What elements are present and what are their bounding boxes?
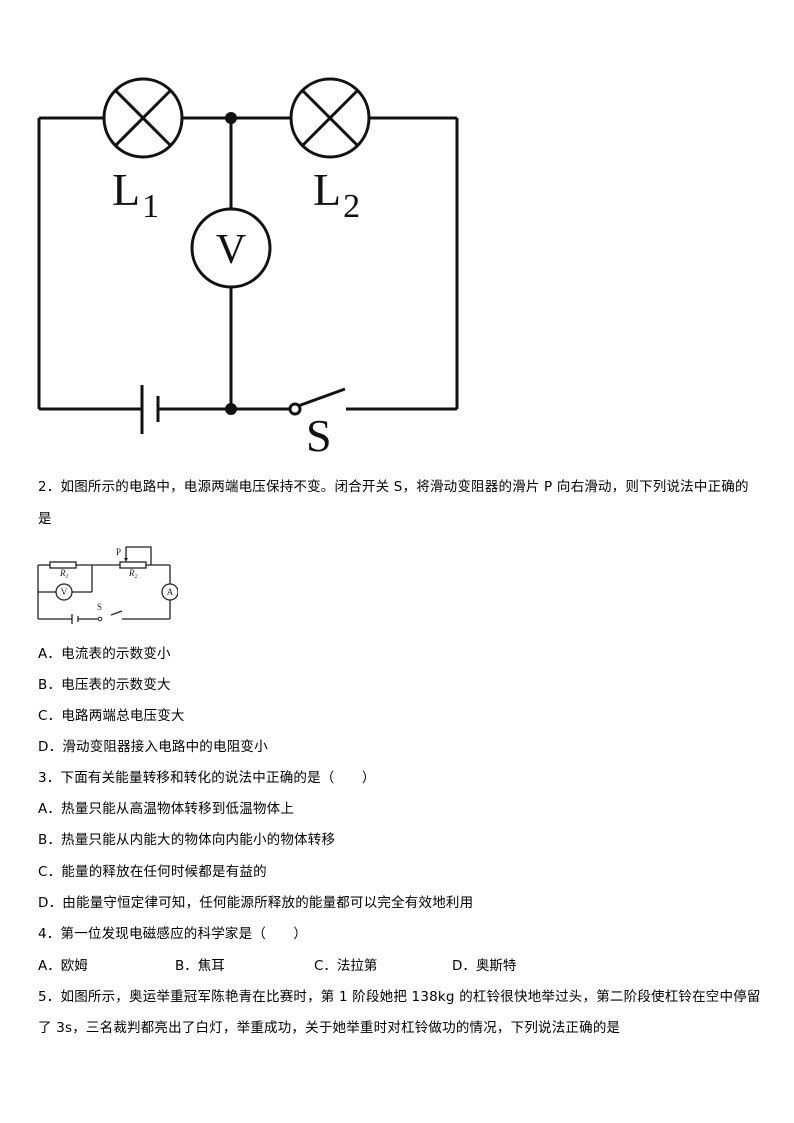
- lamp-l2-label: L2: [313, 164, 360, 225]
- q3-stem: 3．下面有关能量转移和转化的说法中正确的是（ ）: [38, 770, 376, 786]
- battery-icon: [140, 385, 160, 434]
- junction-dot-top: [225, 112, 237, 124]
- lamp-l1-label: L1: [112, 164, 159, 225]
- q4-option-d: D．奥斯特: [452, 958, 517, 974]
- switch-s-icon: [288, 387, 346, 416]
- q4-option-c: C．法拉第: [314, 958, 378, 974]
- q3-option-b: B．热量只能从内能大的物体向内能小的物体转移: [38, 832, 336, 848]
- svg-text:V: V: [61, 587, 68, 597]
- q2-option-b: B．电压表的示数变大: [38, 677, 171, 693]
- q4-option-b: B．焦耳: [175, 958, 225, 974]
- q2-stem-line2: 是: [38, 511, 52, 527]
- resistor-r1-icon: [49, 561, 77, 569]
- ammeter-icon: [161, 583, 178, 601]
- svg-text:S: S: [97, 602, 102, 612]
- q2-option-c: C．电路两端总电压变大: [38, 708, 185, 724]
- q3-option-d: D．由能量守恒定律可知，任何能源所释放的能量都可以完全有效地利用: [38, 895, 474, 911]
- switch-label: S: [306, 410, 332, 461]
- svg-text:A: A: [167, 587, 174, 597]
- q5-stem-line1: 5．如图所示，奥运举重冠军陈艳青在比赛时，第 1 阶段她把 138kg 的杠铃很…: [38, 989, 761, 1005]
- slider-p-arrow-icon: [124, 558, 128, 562]
- lamp-l2-icon: [289, 77, 371, 159]
- small-battery-icon: [71, 614, 79, 624]
- q4-stem: 4．第一位发现电磁感应的科学家是（ ）: [38, 926, 308, 942]
- q2-option-a: A．电流表的示数变小: [38, 646, 171, 662]
- svg-text:R2: R2: [128, 568, 138, 580]
- lamp-l1-icon: [102, 77, 184, 159]
- small-switch-icon: [97, 616, 103, 622]
- circuit-diagram-l1-l2-voltmeter: L1 L2 V S: [37, 77, 459, 461]
- voltmeter-label: V: [216, 227, 246, 273]
- q2-stem-line1: 2．如图所示的电路中，电源两端电压保持不变。闭合开关 S，将滑动变阻器的滑片 P…: [38, 479, 749, 495]
- rheostat-r2-icon: [119, 561, 147, 569]
- junction-dot-bottom: [225, 403, 237, 415]
- svg-text:P: P: [116, 547, 121, 557]
- circuit-diagram-rheostat: P R1 R2 V A S: [37, 546, 178, 624]
- voltmeter-icon: [190, 207, 272, 289]
- q5-stem-line2: 了 3s，三名裁判都亮出了白灯，举重成功，关于她举重时对杠铃做功的情况，下列说法…: [38, 1020, 621, 1036]
- q3-option-a: A．热量只能从高温物体转移到低温物体上: [38, 801, 295, 817]
- q2-option-d: D．滑动变阻器接入电路中的电阻变小: [38, 739, 268, 755]
- small-voltmeter-icon: [55, 583, 73, 601]
- svg-text:R1: R1: [59, 568, 69, 580]
- q3-option-c: C．能量的释放在任何时候都是有益的: [38, 864, 267, 880]
- q4-option-a: A．欧姆: [38, 958, 88, 974]
